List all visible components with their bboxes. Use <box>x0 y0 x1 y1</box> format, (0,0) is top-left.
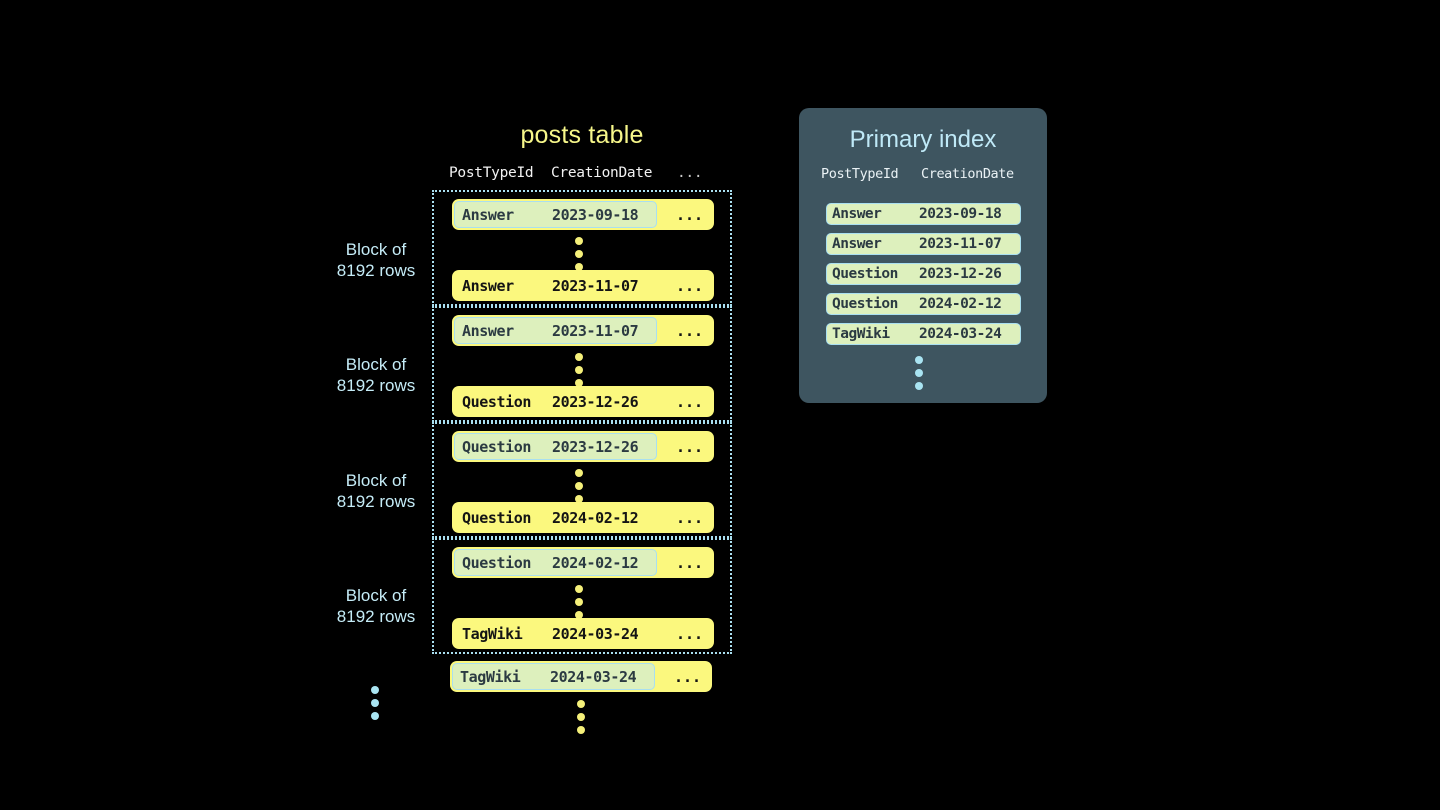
index-cell-posttypeid: TagWiki <box>832 326 890 342</box>
block-label-line2: 8192 rows <box>336 492 416 511</box>
table-row: Question 2023-12-26 ... <box>452 431 714 462</box>
table-row: Answer 2023-09-18 ... <box>452 199 714 230</box>
cell-creationdate: 2023-12-26 <box>552 392 639 411</box>
primary-index-panel: Primary index PostTypeId CreationDate An… <box>799 108 1047 403</box>
cell-creationdate: 2024-03-24 <box>550 667 637 686</box>
cell-ellipsis: ... <box>676 205 704 224</box>
table-row: Answer 2023-11-07 ... <box>452 315 714 346</box>
cell-ellipsis: ... <box>676 508 704 527</box>
table-row: Question 2024-02-12 ... <box>452 502 714 533</box>
cell-posttypeid: TagWiki <box>462 624 523 643</box>
block-label-line1: Block of <box>345 355 407 374</box>
row-key-highlight <box>454 433 657 460</box>
row-key-highlight <box>452 663 655 690</box>
cell-ellipsis: ... <box>676 321 704 340</box>
cell-creationdate: 2023-12-26 <box>552 437 639 456</box>
table-row: TagWiki 2024-03-24 ... <box>452 618 714 649</box>
index-cell-creationdate: 2024-03-24 <box>919 326 1002 342</box>
block-label-line2: 8192 rows <box>336 376 416 395</box>
index-row: Question 2024-02-12 <box>826 293 1021 315</box>
index-cell-creationdate: 2023-11-07 <box>919 236 1002 252</box>
index-cell-posttypeid: Question <box>832 296 898 312</box>
cell-creationdate: 2023-09-18 <box>552 205 639 224</box>
block-label-line1: Block of <box>345 586 407 605</box>
cell-ellipsis: ... <box>676 624 704 643</box>
index-cell-posttypeid: Answer <box>832 206 882 222</box>
index-column-header-creationdate: CreationDate <box>921 166 1014 182</box>
table-row: Question 2024-02-12 ... <box>452 547 714 578</box>
index-cell-posttypeid: Answer <box>832 236 882 252</box>
table-block-4: Question 2024-02-12 ... TagWiki 2024-03-… <box>432 538 732 654</box>
cell-posttypeid: Question <box>462 437 532 456</box>
cell-posttypeid: Answer <box>462 276 514 295</box>
block-continuation-dots <box>371 686 379 720</box>
row-ellipsis-dots <box>575 469 583 503</box>
cell-ellipsis: ... <box>674 667 702 686</box>
cell-ellipsis: ... <box>676 276 704 295</box>
table-row-trailing: TagWiki 2024-03-24 ... <box>450 661 712 692</box>
row-key-highlight <box>454 317 657 344</box>
block-label-4: Block of 8192 rows <box>301 585 451 627</box>
block-label-line2: 8192 rows <box>336 607 416 626</box>
posts-table-column-headers: PostTypeId CreationDate ... <box>432 165 732 187</box>
block-label-line2: 8192 rows <box>336 261 416 280</box>
index-continuation-dots <box>915 356 923 390</box>
index-cell-creationdate: 2023-12-26 <box>919 266 1002 282</box>
block-label-2: Block of 8192 rows <box>301 354 451 396</box>
cell-posttypeid: Answer <box>462 321 514 340</box>
table-row: Question 2023-12-26 ... <box>452 386 714 417</box>
cell-posttypeid: TagWiki <box>460 667 521 686</box>
cell-creationdate: 2024-03-24 <box>552 624 639 643</box>
index-row: Question 2023-12-26 <box>826 263 1021 285</box>
cell-ellipsis: ... <box>676 553 704 572</box>
posts-table-title: posts table <box>520 121 644 149</box>
table-block-3: Question 2023-12-26 ... Question 2024-02… <box>432 422 732 538</box>
primary-index-column-headers: PostTypeId CreationDate <box>799 166 1047 186</box>
index-cell-creationdate: 2023-09-18 <box>919 206 1002 222</box>
block-label-line1: Block of <box>345 471 407 490</box>
cell-ellipsis: ... <box>676 437 704 456</box>
cell-creationdate: 2023-11-07 <box>552 276 639 295</box>
cell-creationdate: 2024-02-12 <box>552 508 639 527</box>
row-ellipsis-dots <box>575 585 583 619</box>
index-row: Answer 2023-09-18 <box>826 203 1021 225</box>
row-ellipsis-dots <box>575 353 583 387</box>
table-block-2: Answer 2023-11-07 ... Question 2023-12-2… <box>432 306 732 422</box>
table-block-1: Answer 2023-09-18 ... Answer 2023-11-07 … <box>432 190 732 306</box>
column-header-creationdate: CreationDate <box>551 165 653 181</box>
block-label-3: Block of 8192 rows <box>301 470 451 512</box>
table-continuation-dots <box>577 700 585 734</box>
cell-posttypeid: Question <box>462 392 532 411</box>
table-row: Answer 2023-11-07 ... <box>452 270 714 301</box>
row-ellipsis-dots <box>575 237 583 271</box>
index-cell-posttypeid: Question <box>832 266 898 282</box>
cell-ellipsis: ... <box>676 392 704 411</box>
column-header-ellipsis: ... <box>677 165 703 181</box>
primary-index-title: Primary index <box>849 126 997 153</box>
column-header-posttypeid: PostTypeId <box>449 165 534 181</box>
row-key-highlight <box>454 549 657 576</box>
index-row: TagWiki 2024-03-24 <box>826 323 1021 345</box>
index-row: Answer 2023-11-07 <box>826 233 1021 255</box>
cell-posttypeid: Answer <box>462 205 514 224</box>
cell-creationdate: 2024-02-12 <box>552 553 639 572</box>
block-label-1: Block of 8192 rows <box>301 239 451 281</box>
cell-posttypeid: Question <box>462 553 532 572</box>
index-cell-creationdate: 2024-02-12 <box>919 296 1002 312</box>
index-column-header-posttypeid: PostTypeId <box>821 166 899 182</box>
block-label-line1: Block of <box>345 240 407 259</box>
row-key-highlight <box>454 201 657 228</box>
cell-creationdate: 2023-11-07 <box>552 321 639 340</box>
cell-posttypeid: Question <box>462 508 532 527</box>
